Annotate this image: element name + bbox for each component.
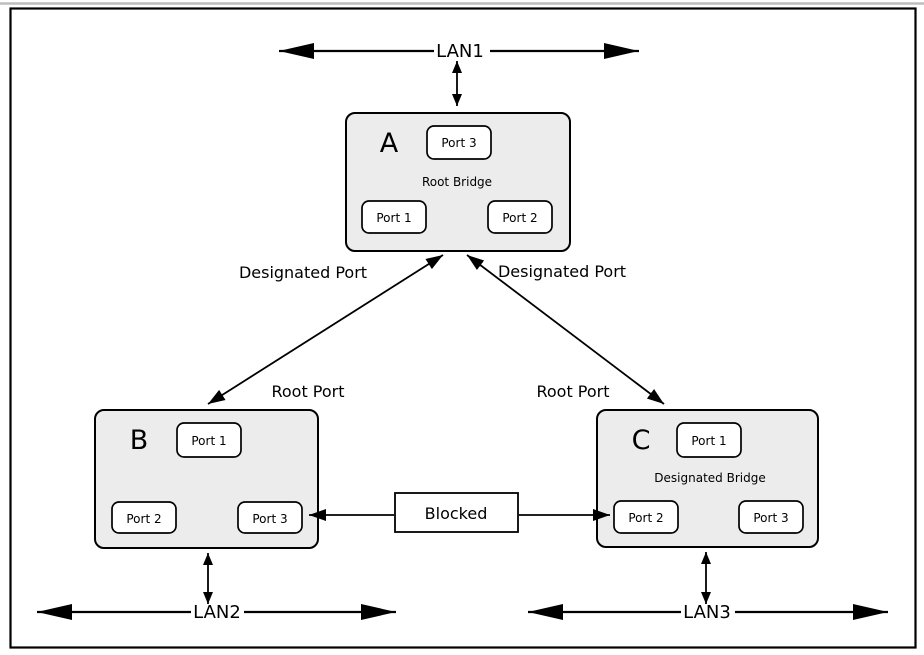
bridge-b-port1-box (176, 422, 242, 458)
bridge-c-port1-box (676, 422, 742, 458)
bridge-c-role-label: Designated Bridge (654, 471, 765, 485)
bridge-a-port2-label: Port 2 (502, 211, 537, 225)
bridge-a-port3-box (426, 125, 492, 160)
bridge-b-port2-label: Port 2 (126, 512, 161, 526)
bridge-c-port3-label: Port 3 (753, 511, 788, 525)
designated-port-left-label: Designated Port (239, 263, 367, 282)
bridge-b-port1-label: Port 1 (191, 434, 226, 448)
bridge-a-letter: A (380, 128, 399, 159)
bridge-b: B Port 1 Port 2 Port 3 (94, 409, 319, 549)
figure-frame (9, 7, 917, 649)
bridge-b-port2-box (111, 501, 177, 534)
bridge-a-port1-box (361, 200, 427, 234)
bridge-c-port1-label: Port 1 (691, 434, 726, 448)
blocked-box (394, 492, 519, 533)
bridge-c: C Port 1 Designated Bridge Port 2 Port 3 (596, 409, 819, 548)
bridge-c-port2-label: Port 2 (628, 511, 663, 525)
bridge-a-bridge-c-link (466, 254, 665, 405)
bridge-a-port1-label: Port 1 (376, 211, 411, 225)
bridge-a-port3-label: Port 3 (441, 136, 476, 150)
bridge-b-letter: B (130, 425, 149, 456)
blocked-label: Blocked (425, 504, 488, 523)
lan1-label: LAN1 (436, 41, 484, 62)
bridge-a-bridge-b-link (207, 254, 444, 405)
bridge-c-letter: C (632, 425, 651, 456)
root-port-right-label: Root Port (536, 382, 609, 401)
bridge-b-port3-box (237, 501, 303, 534)
lan3-label: LAN3 (683, 602, 731, 623)
root-port-left-label: Root Port (271, 382, 344, 401)
bridge-a: A Port 3 Root Bridge Port 1 Port 2 (345, 112, 571, 252)
bridge-c-port2-box (613, 500, 679, 534)
bridge-a-port2-box (487, 200, 553, 234)
bridge-c-port3-box (738, 500, 804, 534)
bridge-b-port3-label: Port 3 (252, 512, 287, 526)
lan2-label: LAN2 (193, 602, 241, 623)
bridge-a-role-label: Root Bridge (422, 175, 492, 189)
designated-port-right-label: Designated Port (498, 262, 626, 281)
